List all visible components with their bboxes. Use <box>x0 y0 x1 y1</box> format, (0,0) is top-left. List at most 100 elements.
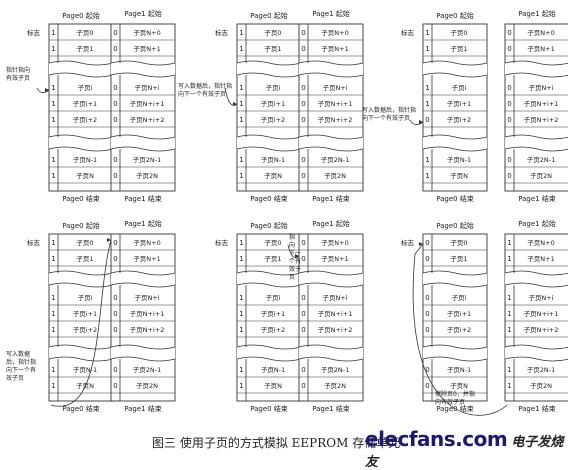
subpage-label: 子页i+2 <box>73 116 97 124</box>
pointer-annotation: 个有 <box>289 257 301 265</box>
break-line <box>110 134 176 140</box>
break-line <box>48 134 114 140</box>
flag-value: 1 <box>507 366 511 374</box>
page1-column-frame <box>110 233 176 402</box>
flag-value: 1 <box>51 100 55 108</box>
flag-value: 0 <box>301 255 305 263</box>
flag-value: 0 <box>301 29 305 37</box>
pointer-annotation: 向下一个有 <box>6 366 36 374</box>
break-line <box>504 270 568 276</box>
page0-start-label: Page0 起始 <box>62 221 100 230</box>
flag-value: 0 <box>113 172 117 180</box>
flag-value: 0 <box>301 366 305 374</box>
break-line <box>298 72 364 78</box>
subpage-label: 子页N+i <box>322 294 347 302</box>
flag-label: 标志 <box>401 28 415 37</box>
subpage-label: 子页2N <box>324 382 346 390</box>
subpage-label: 子页0 <box>76 239 93 247</box>
pointer-arrow <box>287 244 300 258</box>
subpage-label: 子页2N <box>136 172 158 180</box>
flag-value: 0 <box>425 255 429 263</box>
page0-column-frame <box>422 233 488 402</box>
flag-value: 1 <box>51 310 55 318</box>
break-band <box>423 63 487 75</box>
subpage-label: 子页1 <box>450 255 467 263</box>
flag-value: 1 <box>425 45 429 53</box>
subpage-label: 子页N+i <box>322 84 347 92</box>
break-band <box>299 347 363 359</box>
break-line <box>110 344 176 350</box>
pointer-annotation: 效子 <box>289 265 301 273</box>
subpage-label: 子页N-1 <box>447 366 471 374</box>
pointer-annotation: 擦除页0，并指 <box>435 390 475 398</box>
subpage-label: 子页i+1 <box>261 100 285 108</box>
break-line <box>110 356 176 362</box>
subpage-label: 子页0 <box>264 239 281 247</box>
flag-value: 1 <box>51 84 55 92</box>
subpage-label: 子页N+i+2 <box>524 116 559 124</box>
page1-start-label: Page1 起始 <box>124 9 162 18</box>
subpage-label: 子页N <box>264 382 282 390</box>
subpage-label: 子页i+1 <box>261 310 285 318</box>
flag-value: 0 <box>113 255 117 263</box>
page1-end-label: Page1 结束 <box>312 404 350 413</box>
break-band <box>237 273 301 285</box>
pointer-arrow <box>224 87 238 106</box>
flag-value: 0 <box>301 84 305 92</box>
page0-start-label: Page0 起始 <box>62 11 100 20</box>
flag-value: 0 <box>301 45 305 53</box>
subpage-label: 子页N+i+1 <box>524 310 559 318</box>
flag-label: 标志 <box>401 238 415 247</box>
break-band <box>237 63 301 75</box>
break-band <box>49 137 113 149</box>
flag-value: 0 <box>425 326 429 334</box>
arrow-head <box>419 242 423 246</box>
flag-value: 1 <box>425 29 429 37</box>
subpage-label: 子页N+i+2 <box>130 116 165 124</box>
subpage-label: 子页N+i+1 <box>130 100 165 108</box>
flag-value: 0 <box>301 156 305 164</box>
pointer-annotation: 向下一个有效子页 <box>362 114 410 122</box>
subpage-label: 子页i+2 <box>261 326 285 334</box>
flag-value: 1 <box>239 382 243 390</box>
page1-end-label: Page1 结束 <box>124 404 162 413</box>
subpage-label: 子页2N <box>530 172 552 180</box>
flag-value: 1 <box>507 310 511 318</box>
page0-start-label: Page0 起始 <box>250 11 288 20</box>
flag-label: 标志 <box>215 28 229 37</box>
flag-value: 0 <box>507 45 511 53</box>
subpage-label: 子页N-1 <box>261 366 285 374</box>
subpage-label: 子页N+1 <box>321 255 348 263</box>
flag-value: 0 <box>113 156 117 164</box>
subpage-label: 子页N-1 <box>73 156 97 164</box>
break-band <box>237 137 301 149</box>
break-band <box>423 273 487 285</box>
flag-value: 1 <box>425 100 429 108</box>
break-band <box>299 273 363 285</box>
break-line <box>48 72 114 78</box>
flag-value: 1 <box>51 366 55 374</box>
flag-value: 0 <box>113 239 117 247</box>
flag-value: 1 <box>239 116 243 124</box>
flag-value: 0 <box>507 172 511 180</box>
page0-end-label: Page0 结束 <box>436 194 474 203</box>
flag-value: 1 <box>239 172 243 180</box>
break-line <box>298 60 364 66</box>
break-line <box>298 146 364 152</box>
break-line <box>298 270 364 276</box>
flag-value: 1 <box>425 156 429 164</box>
flag-value: 0 <box>507 116 511 124</box>
break-line <box>422 344 488 350</box>
arrow-head <box>419 120 423 124</box>
page1-start-label: Page1 起始 <box>312 9 350 18</box>
flag-value: 1 <box>239 255 243 263</box>
subpage-label: 子页N+1 <box>133 255 160 263</box>
